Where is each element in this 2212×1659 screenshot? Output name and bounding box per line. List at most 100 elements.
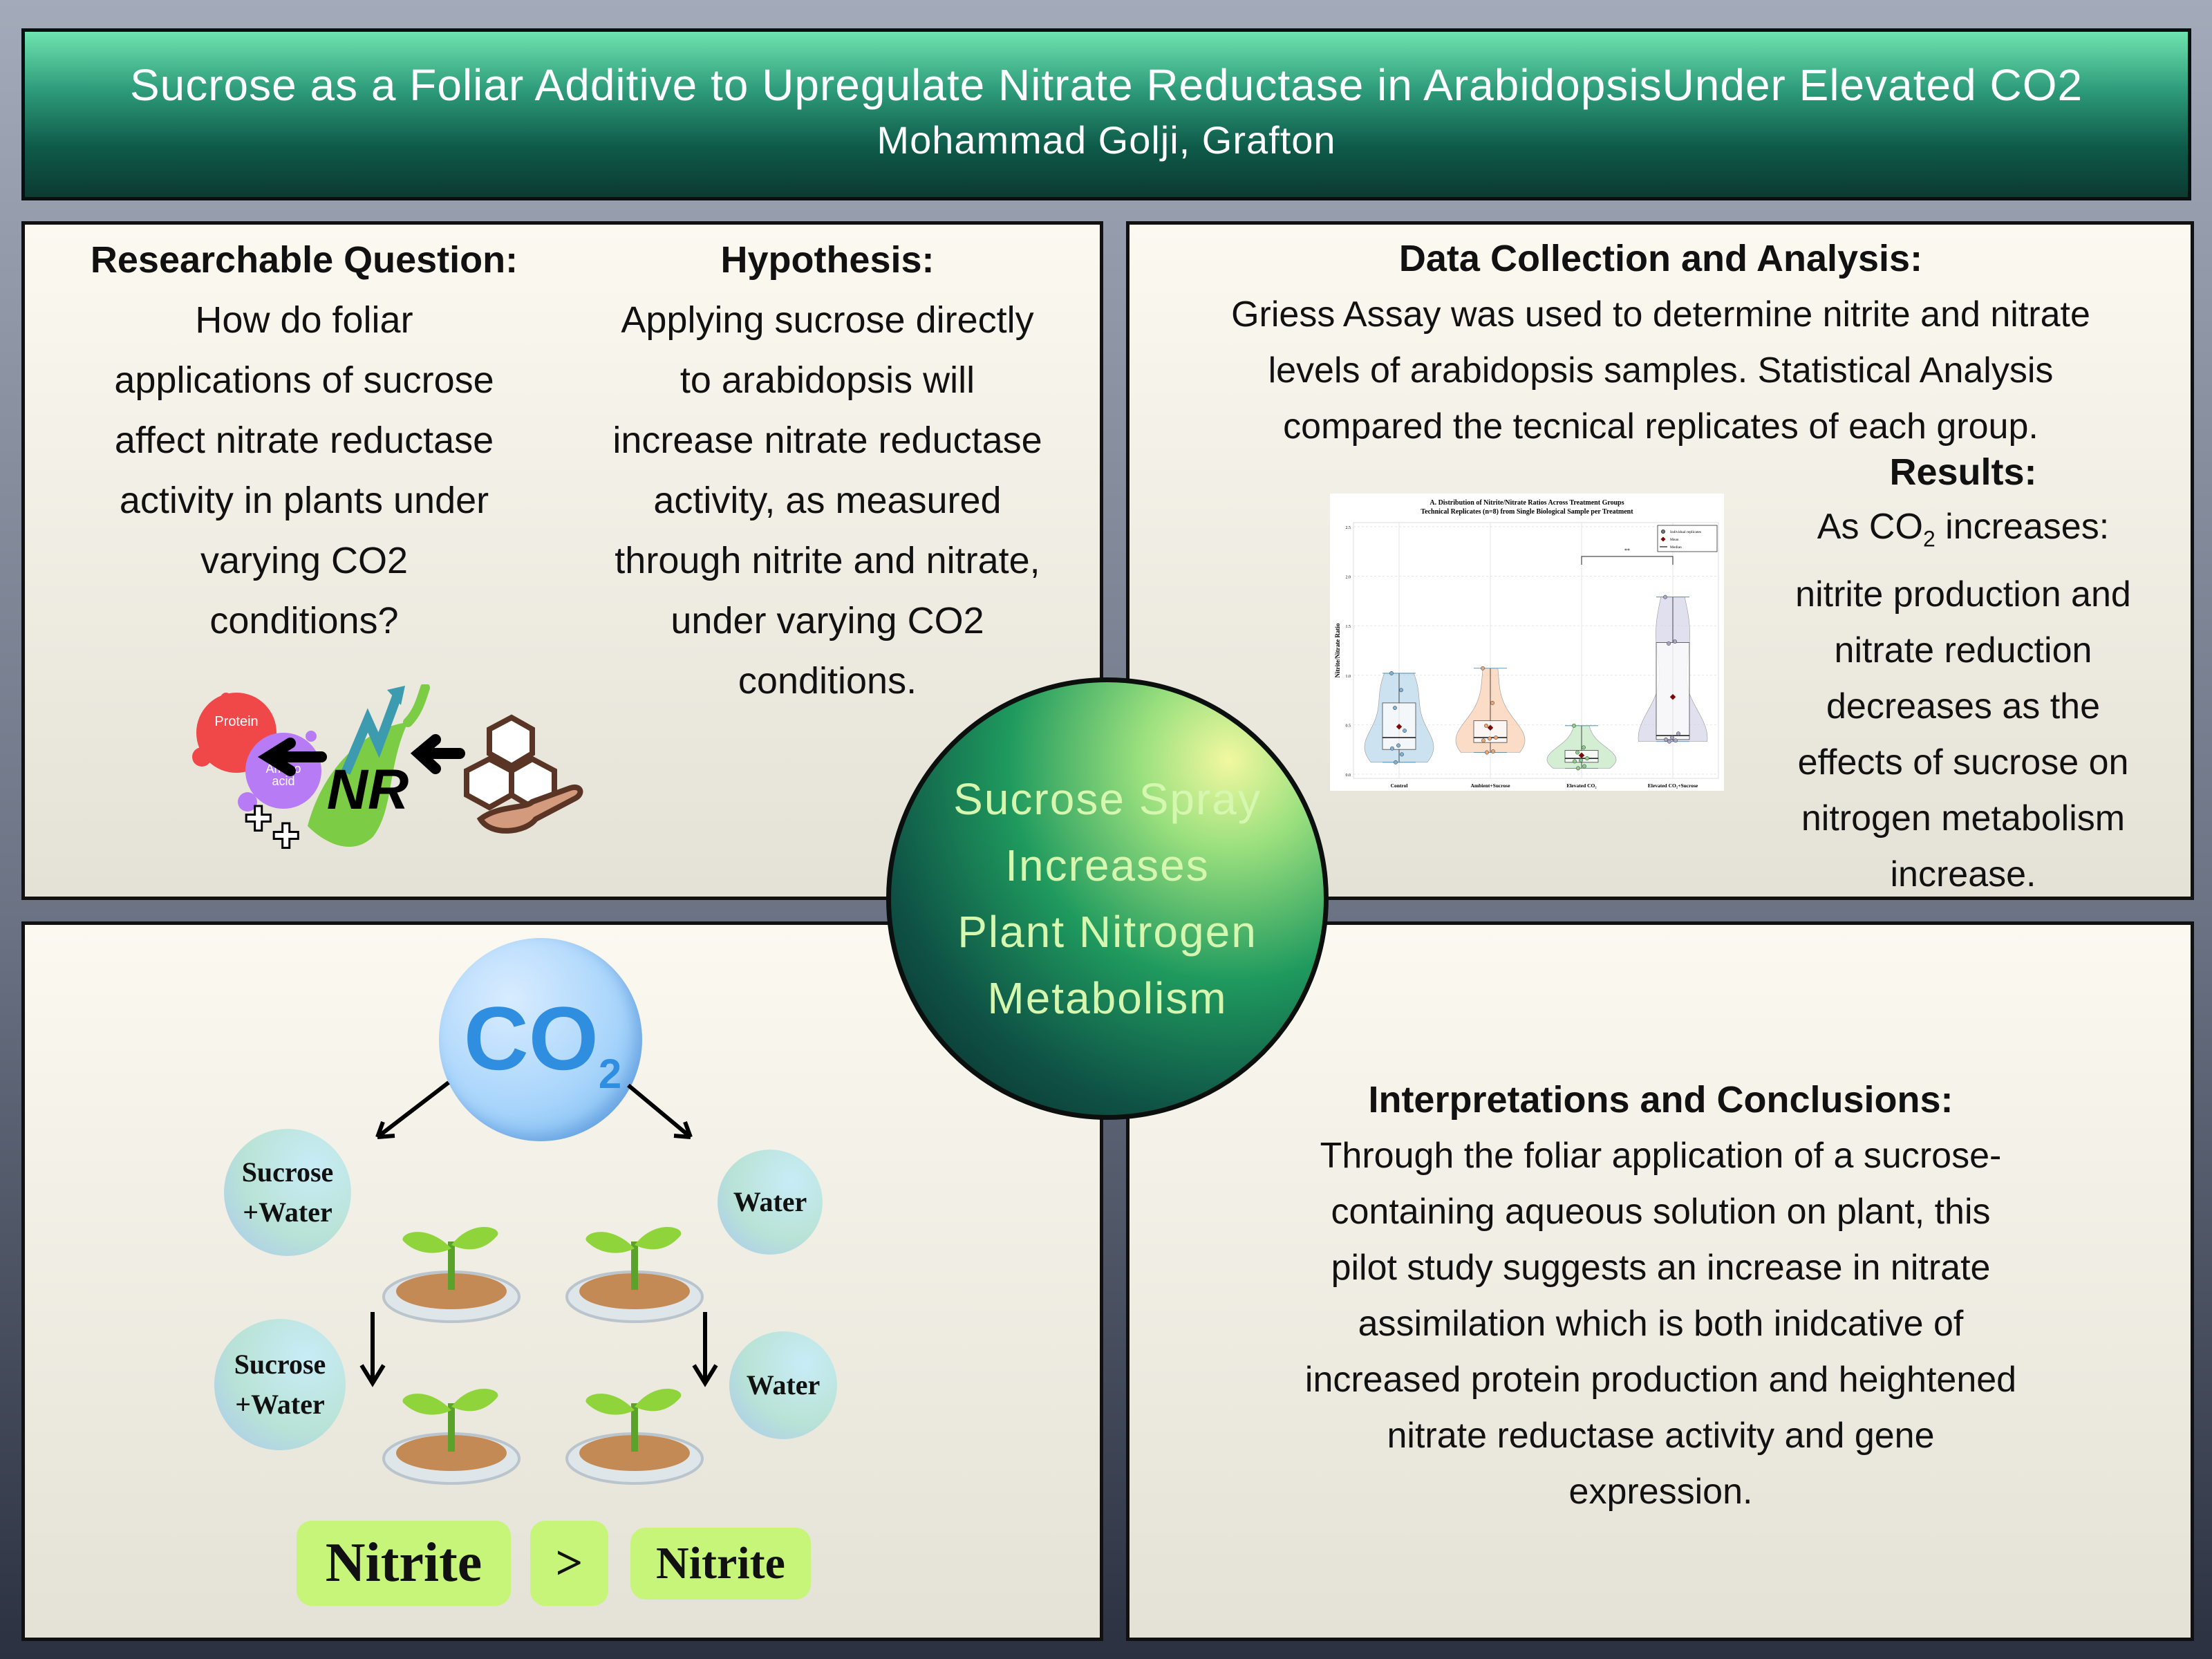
data-collection-text: Griess Assay was used to determine nitri… <box>1127 287 2195 455</box>
y-tick-label: 0.0 <box>1346 774 1351 778</box>
text-line: expression. <box>1568 1472 1753 1512</box>
replicate-point <box>1670 735 1674 740</box>
text-line: affect nitrate reductase <box>114 420 494 461</box>
poster-title: Sucrose as a Foliar Additive to Upregula… <box>129 60 2083 110</box>
text-line: activity in plants under <box>119 480 489 521</box>
replicate-point <box>1572 723 1576 728</box>
arrow-icon <box>359 1080 718 1387</box>
nr-label: NR <box>327 758 409 821</box>
replicate-point <box>1399 688 1403 693</box>
hypothesis-heading: Hypothesis: <box>720 239 935 281</box>
text-line: nitrate reductase activity and gene <box>1387 1416 1935 1456</box>
significance-bracket <box>1581 556 1674 565</box>
treatment-water: Water <box>718 1150 823 1255</box>
replicate-point <box>1575 750 1580 755</box>
replicate-point <box>1663 594 1667 599</box>
y-tick-label: 1.5 <box>1346 625 1351 629</box>
replicate-point <box>1667 739 1671 744</box>
replicate-point <box>1576 766 1580 771</box>
text-line: activity, as measured <box>653 480 1002 521</box>
replicate-point <box>1481 666 1485 671</box>
nitrite-result-left: Nitrite <box>297 1521 511 1606</box>
replicate-point <box>1403 729 1407 733</box>
experiment-arrows <box>359 1080 718 1485</box>
nitrite-result-right: Nitrite <box>630 1528 811 1600</box>
treatment-label: +Water <box>243 1197 332 1228</box>
treatment-sucrose-water: Sucrose +Water <box>224 1129 351 1256</box>
text-line: increase nitrate reductase <box>612 420 1042 461</box>
replicate-point <box>1673 639 1677 644</box>
replicate-point <box>1390 746 1394 751</box>
subscript: 2 <box>598 1051 622 1097</box>
treatment-sucrose-water: Sucrose +Water <box>214 1319 346 1450</box>
replicate-point <box>1573 759 1577 764</box>
text-line: Increases <box>1005 841 1210 890</box>
co2-bubble: CO2 <box>439 938 642 1141</box>
text-line: Griess Assay was used to determine nitri… <box>1231 294 2090 335</box>
treatment-label: Sucrose <box>234 1349 326 1380</box>
text-line: varying CO2 <box>200 540 409 581</box>
conclusions-panel <box>1126 921 2194 1641</box>
replicate-point <box>1494 735 1498 740</box>
conclusions-text: Through the foliar application of a sucr… <box>1127 1128 2195 1520</box>
text-line: levels of arabidopsis samples. Statistic… <box>1268 350 2054 391</box>
sugar-cubes-spoon-icon <box>464 714 583 834</box>
text-line: nitrite production and <box>1795 574 2131 615</box>
text-line: How do foliar <box>195 299 413 341</box>
text-line: Through the foliar application of a sucr… <box>1320 1136 2002 1176</box>
replicate-point <box>1394 760 1398 765</box>
text-line: Plant Nitrogen <box>957 907 1257 957</box>
results-heading: Results: <box>1889 451 2037 493</box>
text-line: conditions? <box>209 600 399 641</box>
poster-authors: Mohammad Golji, Grafton <box>877 118 1336 162</box>
legend-label: Mean <box>1670 538 1679 542</box>
text-line: compared the tecnical replicates of each… <box>1283 406 2038 447</box>
treatment-water: Water <box>729 1331 837 1439</box>
replicate-point <box>1389 671 1394 675</box>
results-line: As CO <box>1817 507 1923 547</box>
y-tick-label: 1.0 <box>1346 675 1351 679</box>
conclusions-heading: Interpretations and Conclusions: <box>1368 1079 1953 1121</box>
y-tick-label: 0.5 <box>1346 724 1351 728</box>
replicate-point <box>1400 752 1404 757</box>
poster-header: Sucrose as a Foliar Additive to Upregula… <box>21 28 2191 200</box>
text-line: assimilation which is both inidcative of <box>1358 1304 1964 1344</box>
legend-point-icon <box>1661 529 1665 534</box>
replicate-point <box>1585 756 1589 761</box>
seedling-dish-icon <box>382 1226 521 1323</box>
replicate-point <box>1674 738 1678 743</box>
treatment-label: Water <box>746 1369 821 1400</box>
text-line: increased protein production and heighte… <box>1304 1360 2017 1400</box>
violin-chart: A. Distribution of Nitrite/Nitrate Ratio… <box>1330 494 1724 791</box>
y-tick-label: 2.5 <box>1346 526 1351 530</box>
mean-marker <box>1669 694 1676 700</box>
text-line: Applying sucrose directly <box>621 299 1034 341</box>
legend-label: Median <box>1670 545 1682 550</box>
leaf-icon: NR <box>308 684 430 847</box>
subscript: 2 <box>1922 526 1936 552</box>
plus-icon: + <box>273 810 299 860</box>
box <box>1656 642 1690 740</box>
replicate-point <box>1579 758 1583 762</box>
x-tick-label: Control <box>1391 782 1408 789</box>
legend-label: Individual replicates <box>1670 530 1701 534</box>
replicate-point <box>1582 745 1586 750</box>
seedling-dish-icon <box>565 1388 704 1485</box>
text-line: pilot study suggests an increase in nitr… <box>1331 1248 1991 1288</box>
co2-label: CO <box>463 988 599 1089</box>
replicate-point <box>1484 723 1488 728</box>
x-tick-label: Elevated CO₂+Sucrose <box>1648 782 1698 789</box>
chart-title: A. Distribution of Nitrite/Nitrate Ratio… <box>1430 499 1624 507</box>
arrow-left-icon <box>257 738 327 776</box>
protein-label: Protein <box>214 714 258 729</box>
text-line: through nitrite and nitrate, <box>615 540 1040 581</box>
replicate-point <box>1582 764 1586 769</box>
text-line: decreases as the <box>1826 686 2101 727</box>
treatment-label: Sucrose <box>241 1156 334 1188</box>
results-text: As CO2 increases: nitrite production and… <box>1738 499 2188 903</box>
comparator: > <box>530 1521 608 1606</box>
treatment-label: +Water <box>235 1389 325 1420</box>
